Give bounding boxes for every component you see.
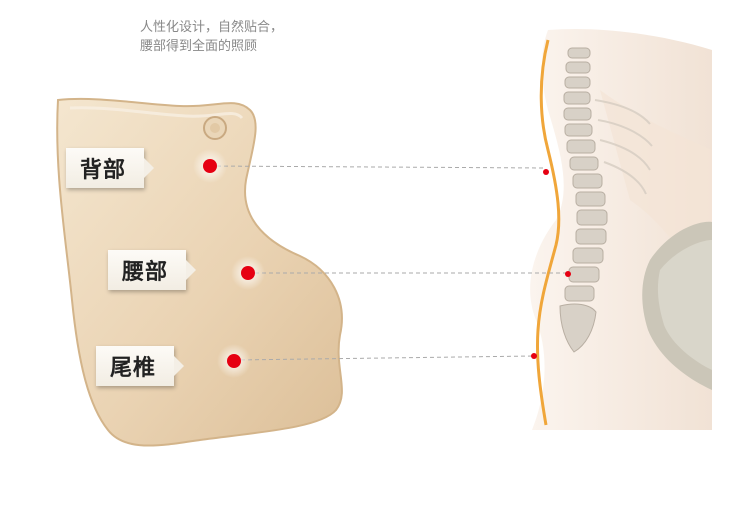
callout-tailbone-text: 尾椎: [110, 356, 157, 381]
callout-back: 背部: [66, 148, 155, 188]
leader-line-back: [209, 165, 547, 169]
spine-dot-back: [543, 169, 549, 175]
tagline-line-1: 人性化设计，自然贴合，: [140, 20, 284, 35]
leader-line-tail: [233, 355, 535, 361]
marker-dot-back: [203, 159, 217, 173]
marker-dot-tail: [227, 354, 241, 368]
spine-dot-waist: [565, 271, 571, 277]
leader-lines: [209, 165, 568, 361]
callout-tailbone: 尾椎: [96, 346, 185, 386]
callout-back-text: 背部: [80, 158, 127, 183]
marker-dots: [193, 149, 571, 378]
callout-waist-text: 腰部: [122, 260, 169, 285]
marker-dot-waist: [241, 266, 255, 280]
tagline-line-2: 腰部得到全面的照顾: [140, 39, 258, 54]
spine-illustration: [530, 28, 712, 431]
callout-waist: 腰部: [108, 250, 197, 290]
tagline: 人性化设计，自然贴合， 腰部得到全面的照顾: [140, 18, 283, 56]
spine-dot-tail: [531, 353, 537, 359]
